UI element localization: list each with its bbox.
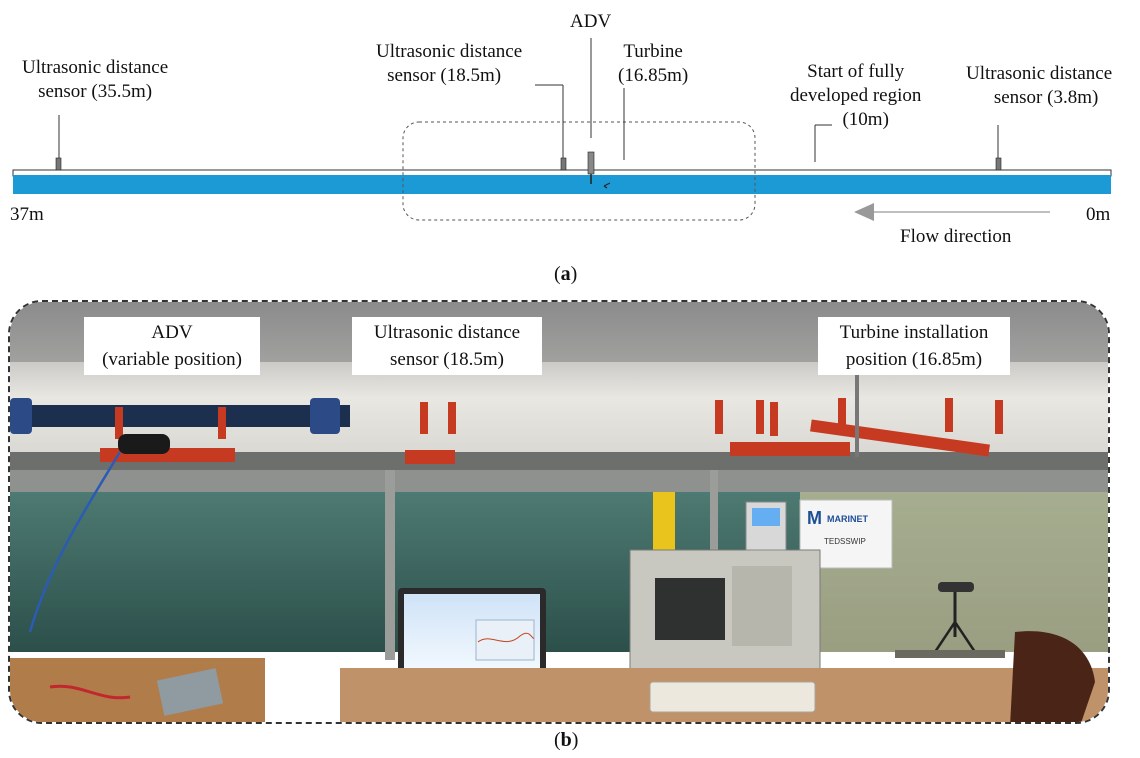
flume-diagram bbox=[12, 38, 1112, 221]
sensor-18-5-marker bbox=[560, 157, 567, 171]
vertical-rod bbox=[855, 352, 859, 457]
label-adv: ADV bbox=[570, 10, 611, 34]
adv-probe-marker bbox=[587, 151, 595, 175]
label-line: Start of fully bbox=[807, 61, 905, 82]
keyboard bbox=[649, 681, 816, 713]
callout-line: (variable position) bbox=[102, 349, 242, 370]
callout-ultrasonic: Ultrasonic distance sensor (18.5m) bbox=[352, 317, 542, 375]
adv-device bbox=[118, 434, 170, 454]
label-fully-developed: Start of fully developed region (10m) bbox=[790, 60, 921, 132]
label-ultrasonic-18-5: Ultrasonic distance sensor (18.5m) bbox=[376, 40, 522, 88]
desk-left bbox=[10, 658, 265, 722]
label-line: sensor (35.5m) bbox=[38, 81, 153, 102]
marinet-subtitle-text: TEDSSWIP bbox=[824, 537, 866, 546]
label-line: Turbine bbox=[623, 41, 683, 62]
power-meter-display bbox=[752, 508, 780, 526]
laptop-chart-area bbox=[475, 619, 535, 661]
label-ultrasonic-35-5: Ultrasonic distance sensor (35.5m) bbox=[22, 56, 168, 104]
label-ultrasonic-3-8: Ultrasonic distance sensor (3.8m) bbox=[966, 62, 1112, 110]
callout-line: position (16.85m) bbox=[845, 349, 983, 370]
channel-water bbox=[13, 175, 1111, 194]
callout-line: sensor (18.5m) bbox=[390, 349, 504, 370]
label-line: developed region bbox=[790, 85, 922, 106]
label-line: (10m) bbox=[842, 109, 889, 130]
spray-can bbox=[653, 492, 675, 552]
sensor-3-8-marker bbox=[995, 157, 1002, 171]
callout-line: Turbine installation bbox=[839, 322, 989, 343]
callout-line: ADV bbox=[151, 322, 193, 343]
caption-a: (a) bbox=[554, 263, 578, 285]
callout-adv: ADV (variable position) bbox=[84, 317, 260, 375]
oscilloscope-screen bbox=[655, 578, 725, 640]
glass-divider-1 bbox=[385, 470, 395, 660]
blue-pipe bbox=[10, 405, 350, 427]
focus-region-box bbox=[402, 121, 756, 221]
turbine-base bbox=[895, 650, 1005, 658]
label-end-distance: 0m bbox=[1086, 204, 1111, 225]
marinet-logo-mark: M bbox=[807, 508, 822, 528]
label-line: Ultrasonic distance bbox=[966, 63, 1113, 84]
pipe-flange-left bbox=[10, 398, 32, 434]
turbine-model bbox=[938, 582, 974, 592]
label-line: (16.85m) bbox=[618, 65, 689, 86]
turbine-legs bbox=[933, 621, 977, 653]
pipe-flange-right bbox=[310, 398, 340, 434]
label-start-distance: 37m bbox=[10, 204, 44, 225]
tool-cables bbox=[49, 684, 131, 700]
marinet-brand-text: MARINET bbox=[827, 514, 868, 524]
caption-letter: b bbox=[560, 729, 572, 751]
label-line: Ultrasonic distance bbox=[376, 41, 523, 62]
flume-top-rail bbox=[10, 452, 1108, 470]
oscilloscope-panel bbox=[732, 566, 792, 646]
label-line: sensor (18.5m) bbox=[387, 65, 502, 86]
caption-b: (b) bbox=[554, 729, 579, 751]
caption-letter: a bbox=[560, 263, 571, 285]
lab-photo: M MARINET TEDSSWIP ADV (variable positio… bbox=[8, 300, 1110, 724]
callout-line: Ultrasonic distance bbox=[373, 322, 521, 343]
tool-case bbox=[156, 668, 224, 716]
turbine-marker bbox=[603, 182, 611, 189]
flume-upper-rail bbox=[10, 470, 1108, 492]
red-clamps bbox=[100, 398, 1003, 464]
adv-cable bbox=[28, 451, 122, 633]
label-line: ADV bbox=[570, 11, 612, 32]
chair bbox=[1010, 631, 1095, 722]
callout-turbine: Turbine installation position (16.85m) bbox=[818, 317, 1010, 375]
flow-arrow-head bbox=[854, 203, 874, 221]
sensor-35-5-marker bbox=[55, 157, 62, 171]
label-line: Ultrasonic distance bbox=[22, 57, 169, 78]
label-turbine: Turbine (16.85m) bbox=[618, 40, 688, 88]
label-line: sensor (3.8m) bbox=[993, 87, 1099, 108]
laptop-chart-line bbox=[477, 632, 535, 643]
label-flow-direction: Flow direction bbox=[900, 226, 1012, 247]
